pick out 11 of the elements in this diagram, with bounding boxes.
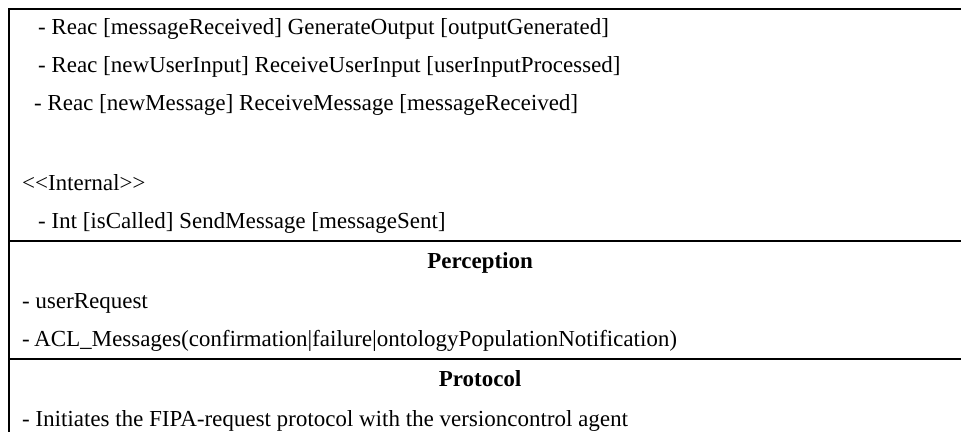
section-heading: Protocol — [438, 365, 522, 393]
member-text: - ACL_Messages(confirmation|failure|ontologyPopulationNotification) — [22, 325, 677, 353]
member-text: - Reac [newUserInput] ReceiveUserInput [userInputProcessed] — [38, 51, 620, 79]
member-text: - Reac [newMessage] ReceiveMessage [messageReceived] — [34, 89, 578, 117]
member-text: <<Internal>> — [22, 169, 146, 197]
compartment — [10, 358, 961, 432]
member-text: - Int [isCalled] SendMessage [messageSent] — [38, 207, 446, 235]
member-text: - Initiates the FIPA-request protocol with the versioncontrol agent — [22, 405, 628, 432]
member-text: - Reac [messageReceived] GenerateOutput [outputGenerated] — [38, 13, 609, 41]
member-text: - userRequest — [22, 287, 148, 315]
section-heading: Perception — [426, 247, 534, 275]
